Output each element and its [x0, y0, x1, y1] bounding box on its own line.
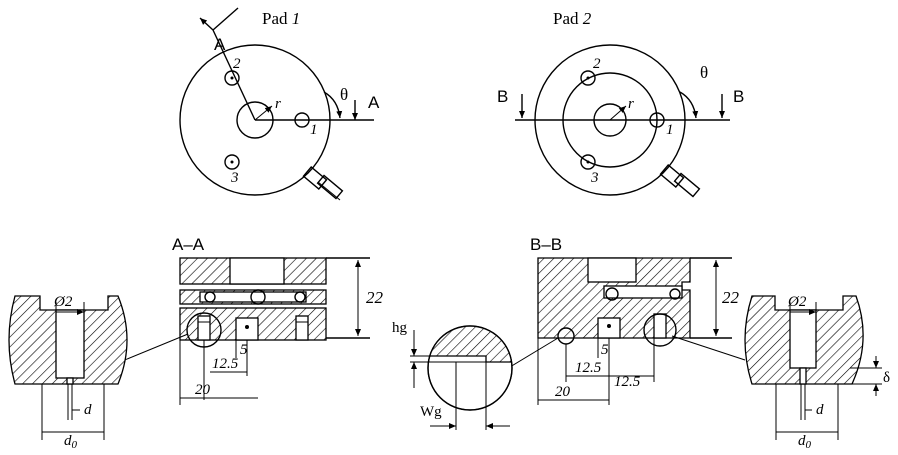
a-a-width-dim: 20 [195, 382, 211, 398]
pad1-angle-arrow [323, 91, 343, 119]
pad2-hole-3-label: 3 [590, 170, 599, 186]
pad1-radius-label: r [275, 96, 281, 112]
pad2-fitting [659, 163, 701, 198]
pad1-title: Pad 1 [262, 9, 300, 28]
pad2-top-view: Pad 2 r 1 2 3 B B θ [497, 9, 744, 198]
pad2-section-mark-b-left: B [497, 87, 508, 106]
pad1-d-label: d [84, 402, 92, 418]
pad2-hole-2 [580, 70, 596, 86]
b-b-leader-left [504, 337, 559, 371]
a-a-groove-dim: 5 [240, 342, 248, 358]
b-b-height-dim: 22 [722, 288, 740, 307]
pad1-radius-line [254, 105, 273, 121]
pad2-angle-arrow [679, 91, 699, 119]
pad1-hole-3-label: 3 [230, 170, 239, 186]
pad2-orifice-detail: Ø2 d d0 δ [744, 294, 890, 451]
section-b-b: B–B 22 5 12.5 12.5 20 [504, 235, 746, 405]
pad1-hole-3 [224, 154, 240, 170]
b-b-detail-circle-right [643, 313, 677, 347]
pad1-fitting [302, 165, 344, 201]
pad1-section-mark-b: A [368, 93, 380, 112]
a-a-offset-dim: 12.5 [212, 356, 239, 372]
pad1-hole-2-label: 2 [233, 56, 241, 72]
pad2-diameter-label: Ø2 [787, 294, 807, 310]
pad2-hole-1-label: 1 [666, 122, 674, 138]
pad1-hole-1-label: 1 [310, 122, 318, 138]
pad1-d0-label: d0 [64, 433, 78, 451]
pad2-radius-label: r [628, 96, 634, 112]
b-b-width-dim: 20 [555, 384, 571, 400]
pad2-d0-label: d0 [798, 433, 812, 451]
b-b-groove-dim: 5 [601, 342, 609, 358]
pad1-orifice-detail: Ø2 d d0 [8, 294, 128, 451]
pad2-d-label: d [816, 402, 824, 418]
pad1-section-mark-a: A [214, 35, 226, 54]
section-b-b-title: B–B [530, 235, 562, 254]
b-b-offset-dim-left: 12.5 [575, 360, 602, 376]
pad1-diameter-label: Ø2 [53, 294, 73, 310]
section-a-a: A–A 22 5 12.5 20 [109, 235, 384, 405]
hg-label: hg [392, 320, 408, 336]
groove-detail: hg Wg [392, 320, 513, 430]
a-a-height-dim: 22 [366, 288, 384, 307]
pad1-angle-label: θ [340, 85, 348, 104]
pad2-hole-2-label: 2 [593, 56, 601, 72]
pad1-top-view: Pad 1 r 1 2 3 A A θ [179, 7, 380, 201]
pad2-section-mark-b-right: B [733, 87, 744, 106]
pad2-radius-line [609, 105, 627, 121]
pad2-title: Pad 2 [553, 9, 592, 28]
b-b-leader-right [671, 335, 746, 361]
pad2-angle-label: θ [700, 63, 708, 82]
pad2-hole-3 [580, 154, 596, 170]
wg-label: Wg [420, 404, 442, 420]
section-a-a-title: A–A [172, 235, 205, 254]
delta-label: δ [883, 370, 890, 386]
b-b-offset-dim-right: 12.5 [614, 374, 641, 390]
